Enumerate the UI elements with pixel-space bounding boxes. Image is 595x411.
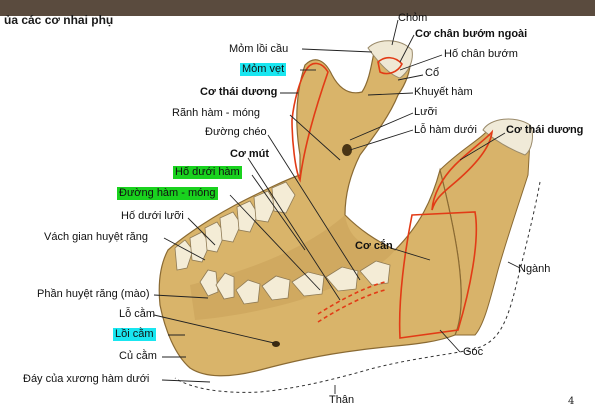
label-ho-duoi-luoi: Hố dưới lưỡi bbox=[121, 210, 184, 222]
label-duong-cheo: Đường chéo bbox=[205, 126, 267, 138]
label-lo-cam: Lỗ cằm bbox=[119, 308, 156, 320]
label-chom: Chỏm bbox=[398, 12, 428, 24]
label-co: Cổ bbox=[425, 67, 440, 79]
label-co-chan-buom-ngoai: Cơ chân bướm ngoài bbox=[415, 28, 528, 40]
label-than: Thân bbox=[329, 394, 355, 406]
label-loi-cam: Lồi cằm bbox=[113, 328, 156, 341]
label-lo-ham-duoi: Lỗ hàm dưới bbox=[414, 124, 477, 136]
label-khuyet-ham: Khuyết hàm bbox=[414, 86, 473, 98]
label-co-thai-duong-right: Cơ thái dương bbox=[506, 124, 584, 136]
teeth-row bbox=[174, 181, 391, 305]
label-cu-cam: Củ cằm bbox=[119, 350, 157, 362]
label-ranh-ham-mong: Rãnh hàm - móng bbox=[172, 107, 261, 119]
label-vach-gian-huyet-rang: Vách gian huyệt răng bbox=[44, 231, 148, 243]
label-nganh: Ngành bbox=[518, 263, 551, 275]
far-condyle-cartilage bbox=[482, 118, 533, 156]
corner-mark: 4 bbox=[568, 396, 575, 407]
pterygoid-attachment bbox=[377, 56, 403, 75]
label-goc: Góc bbox=[463, 346, 484, 358]
buccinator-attachment bbox=[317, 289, 386, 323]
label-ho-duoi-ham: Hố dưới hàm bbox=[173, 166, 242, 179]
label-co-mut: Cơ mút bbox=[230, 148, 269, 160]
label-luoi: Lưỡi bbox=[414, 106, 438, 118]
label-phan-huyet-rang: Phần huyệt răng (mào) bbox=[37, 288, 150, 300]
label-co-thai-duong-left: Cơ thái dương bbox=[200, 86, 278, 98]
mental-foramen bbox=[272, 341, 280, 347]
label-day-xuong-ham-duoi: Đáy của xương hàm dưới bbox=[23, 373, 150, 385]
masseter-attachment bbox=[398, 211, 478, 339]
label-duong-ham-mong: Đường hàm - móng bbox=[117, 187, 218, 200]
mandibular-foramen bbox=[342, 144, 352, 156]
page-title: ủa các cơ nhai phụ bbox=[4, 13, 114, 27]
temporalis-attachment-right bbox=[431, 129, 494, 211]
label-ho-chan-buom: Hố chân bướm bbox=[444, 48, 518, 60]
temporalis-attachment-left bbox=[291, 62, 329, 183]
leader-lines bbox=[153, 19, 521, 394]
label-co-can: Cơ cắn bbox=[355, 240, 393, 252]
label-mom-loi-cau: Mỏm lồi cầu bbox=[229, 43, 289, 55]
label-mom-vet: Mỏm vẹt bbox=[240, 63, 287, 76]
top-band bbox=[0, 0, 595, 16]
muscle-outlines bbox=[291, 56, 494, 339]
